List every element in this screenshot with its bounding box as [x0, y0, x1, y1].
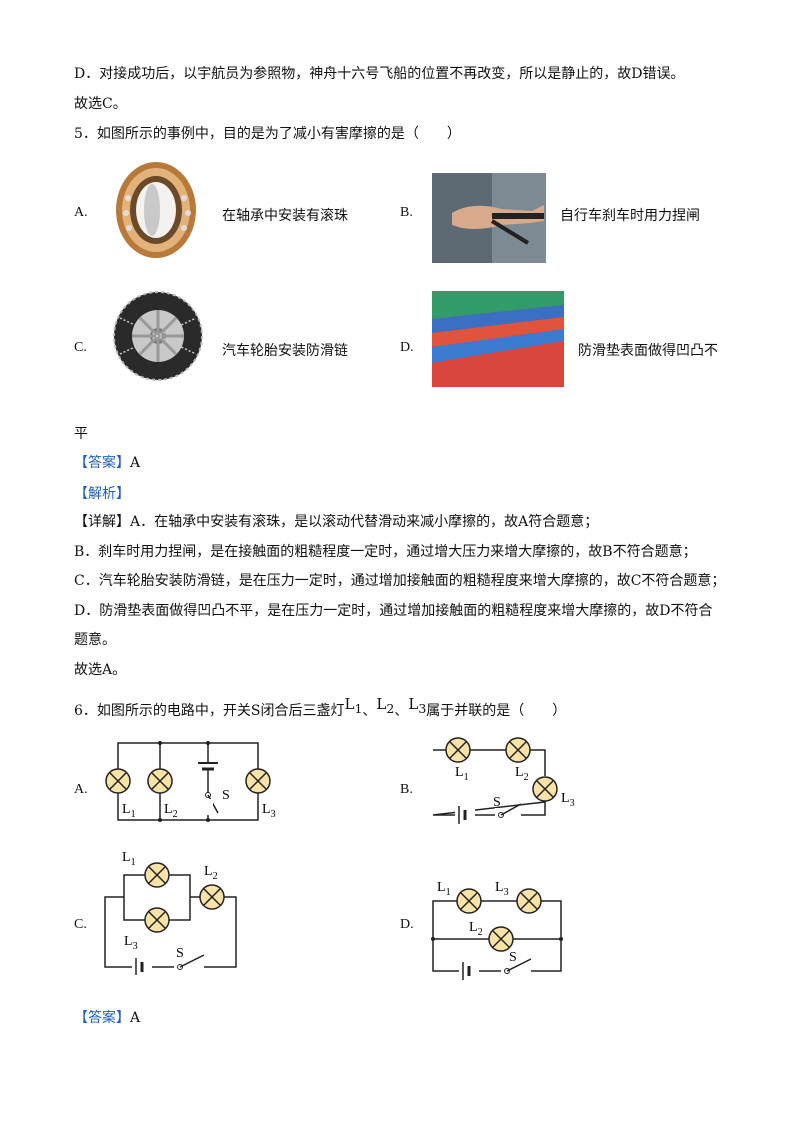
q6-answer: 【答案】A	[74, 1008, 140, 1028]
svg-text:L1: L1	[455, 765, 469, 783]
q6-option-c-letter: C.	[74, 917, 87, 932]
svg-text:L3: L3	[495, 880, 509, 898]
circuit-d-diagram: L1 L3 L2 S	[431, 880, 563, 981]
q5-detail-d-wrap: 题意。	[74, 632, 116, 648]
q6-option-b-letter: B.	[400, 782, 413, 797]
q5-option-c-text: 汽车轮胎安装防滑链	[222, 343, 348, 359]
detail-tag: 【详解】	[74, 514, 130, 530]
tire-chain-photo	[110, 288, 206, 384]
bearing-photo	[104, 158, 208, 262]
q6-option-d-letter: D.	[400, 917, 414, 932]
q6-option-a-letter: A.	[74, 782, 88, 797]
svg-text:L2: L2	[164, 802, 178, 820]
question-6: 6．如图所示的电路中，开关S闭合后三盏灯L1、L2、L3属于并联的是（ ）	[74, 695, 567, 719]
q5-answer: 【答案】A	[74, 453, 140, 473]
svg-text:S: S	[176, 946, 184, 961]
q5-analysis-tag: 【解析】	[74, 484, 130, 504]
q5-answer-value: A	[130, 455, 141, 471]
answer-tag: 【答案】	[74, 455, 130, 471]
l2-label: L2	[376, 695, 395, 716]
svg-text:L3: L3	[124, 934, 138, 952]
q5-detail-b: B．刹车时用力捏闸，是在接触面的粗糙程度一定时，通过增大压力来增大摩擦的，故B不…	[74, 544, 697, 560]
answer-tag-2: 【答案】	[74, 1010, 130, 1026]
q5-selection: 故选A。	[74, 662, 127, 678]
svg-text:S: S	[509, 950, 517, 965]
brake-photo	[432, 173, 546, 263]
prev-answer-line: D．对接成功后，以宇航员为参照物，神舟十六号飞船的位置不再改变，所以是静止的，故…	[74, 66, 685, 82]
q5-option-b-letter: B.	[400, 205, 413, 220]
anti-slip-mat-photo	[432, 291, 564, 387]
l1-label: L1	[344, 695, 363, 716]
q5-option-d-letter: D.	[400, 340, 414, 355]
svg-text:L2: L2	[469, 920, 483, 938]
l3-label: L3	[408, 695, 427, 716]
q5-option-a-text: 在轴承中安装有滚珠	[222, 208, 348, 224]
svg-text:L3: L3	[262, 802, 276, 820]
q5-option-c-letter: C.	[74, 340, 87, 355]
circuit-a-diagram: L1 L2 L3 S	[105, 741, 276, 822]
svg-text:L2: L2	[515, 765, 529, 783]
svg-text:S: S	[493, 795, 501, 810]
svg-text:L2: L2	[204, 864, 218, 882]
question-6-part-2: 属于并联的是（ ）	[426, 703, 567, 719]
question-6-part-1: 6．如图所示的电路中，开关S闭合后三盏灯	[74, 703, 345, 719]
q5-option-d-text: 防滑垫表面做得凹凸不	[578, 343, 718, 359]
analysis-tag: 【解析】	[74, 486, 130, 502]
q5-option-b-text: 自行车刹车时用力捏闸	[560, 208, 700, 224]
q5-detail-a: 【详解】A．在轴承中安装有滚珠，是以滚动代替滑动来减小摩擦的，故A符合题意；	[74, 512, 598, 532]
detail-a-text: A．在轴承中安装有滚珠，是以滚动代替滑动来减小摩擦的，故A符合题意；	[130, 514, 599, 530]
svg-text:L1: L1	[437, 880, 451, 898]
circuit-b-diagram: L1 L2 L3 S	[432, 737, 575, 824]
q5-detail-c: C．汽车轮胎安装防滑链，是在压力一定时，通过增加接触面的粗糙程度来增大摩擦的，故…	[74, 573, 726, 589]
q5-option-a-letter: A.	[74, 205, 88, 220]
svg-text:L3: L3	[561, 791, 575, 809]
prev-selection-line: 故选C。	[74, 96, 127, 112]
svg-text:S: S	[222, 788, 230, 803]
option-d-text-wrap: 平	[74, 426, 88, 442]
q5-detail-d: D．防滑垫表面做得凹凸不平，是在压力一定时，通过增加接触面的粗糙程度来增大摩擦的…	[74, 603, 713, 619]
svg-text:L1: L1	[122, 802, 136, 820]
circuit-c-diagram: L1 L2 L3 S	[104, 850, 237, 975]
svg-text:L1: L1	[122, 850, 136, 868]
q6-answer-value: A	[130, 1010, 141, 1026]
question-5: 5．如图所示的事例中，目的是为了减小有害摩擦的是（ ）	[74, 126, 461, 142]
